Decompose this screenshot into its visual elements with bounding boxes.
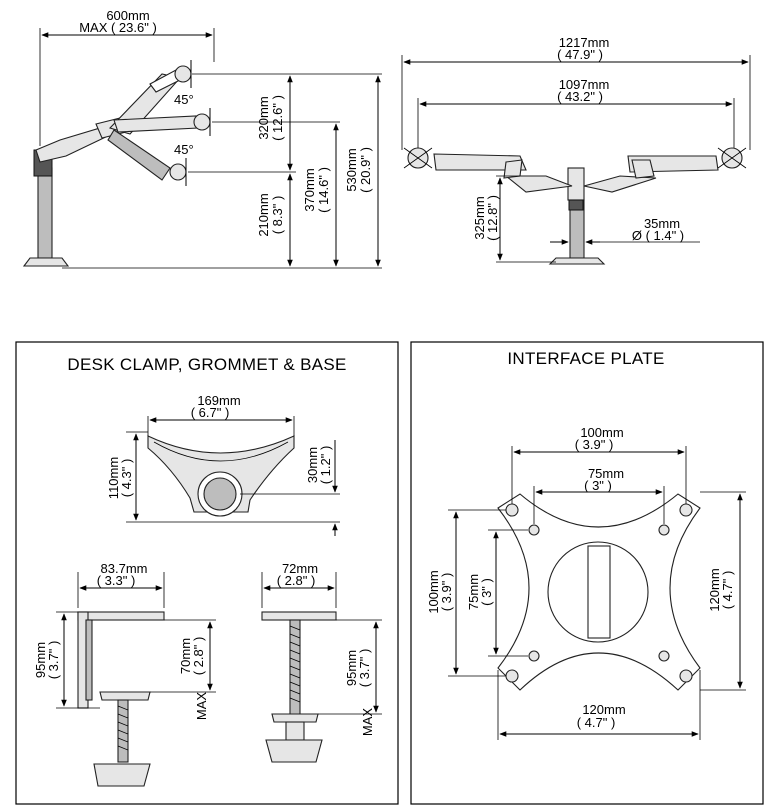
pole-height-in: ( 12.8" ): [485, 195, 500, 241]
front-inner-in: ( 43.2" ): [557, 89, 603, 104]
total-in: ( 20.9" ): [358, 147, 373, 193]
plate-w120-mm: 120mm: [582, 702, 625, 717]
plate-h120-mm: 120mm: [707, 568, 722, 611]
front-view: 1217mm ( 47.9" ) 1097mm ( 43.2" ) 325mm …: [401, 35, 751, 265]
plate-v75-mm: 75mm: [466, 574, 481, 610]
side-arm-drawing: [22, 60, 211, 267]
grommet-height-mm: 95mm: [344, 650, 359, 686]
plate-100-in: ( 3.9" ): [575, 437, 614, 452]
front-outer-in: ( 47.9" ): [557, 47, 603, 62]
base-drawing: [147, 435, 295, 517]
base-thickness-mm: 30mm: [305, 447, 320, 483]
plate-h120-in: ( 4.7" ): [720, 571, 735, 610]
base-height-mm: 110mm: [106, 457, 121, 499]
clamp-drawing: [77, 611, 165, 787]
pole-diameter-in: Ø ( 1.4" ): [632, 228, 684, 243]
plate-drawing: [497, 493, 701, 691]
grommet-width-in: ( 2.8" ): [277, 573, 316, 588]
desk-panel-title: DESK CLAMP, GROMMET & BASE: [67, 355, 346, 374]
base-width-in: ( 6.7" ): [191, 405, 230, 420]
pole-height-mm: 325mm: [472, 196, 487, 239]
clamp-max-mm: 70mm: [178, 638, 193, 674]
base-thickness-in: ( 1.2" ): [318, 446, 333, 485]
grommet-height-in: ( 3.7" ): [357, 649, 372, 688]
plate-v75-in: ( 3" ): [479, 578, 494, 606]
clamp-width-mm: 83.7mm: [101, 561, 148, 576]
range-mm: 320mm: [256, 96, 271, 139]
pole-diameter-mm: 35mm: [644, 216, 680, 231]
base-width-mm: 169mm: [197, 393, 240, 408]
clamp-max-in: ( 2.8" ): [191, 637, 206, 676]
clamp-max-label: MAX: [194, 692, 209, 721]
plate-100-mm: 100mm: [580, 425, 623, 440]
mid-mm: 370mm: [302, 168, 317, 211]
plate-w120-in: ( 4.7" ): [577, 715, 616, 730]
range-in: ( 12.6" ): [270, 95, 285, 141]
interface-plate-panel: INTERFACE PLATE 100mm ( 3.9" ) 75mm ( 3"…: [410, 341, 764, 805]
clamp-height-in: ( 3.7" ): [46, 641, 61, 680]
side-view: 600mm MAX ( 23.6" ) 45° 45° 320mm ( 12.6…: [22, 8, 382, 269]
grommet-width-mm: 72mm: [282, 561, 318, 576]
clamp-height-mm: 95mm: [33, 642, 48, 678]
front-inner-mm: 1097mm: [559, 77, 610, 92]
side-width-in: MAX ( 23.6" ): [79, 20, 157, 35]
plate-v100-in: ( 3.9" ): [439, 573, 454, 612]
low-in: ( 8.3" ): [270, 196, 285, 235]
front-arm-drawing: [403, 147, 747, 265]
low-mm: 210mm: [256, 193, 271, 236]
plate-panel-title: INTERFACE PLATE: [507, 349, 664, 368]
mid-in: ( 14.6" ): [316, 167, 331, 213]
side-width-mm: 600mm: [106, 8, 149, 23]
base-height-in: ( 4.3" ): [119, 459, 134, 498]
total-mm: 530mm: [344, 148, 359, 191]
grommet-max-label: MAX: [360, 708, 375, 737]
plate-75-mm: 75mm: [588, 466, 624, 481]
angle-top: 45°: [174, 92, 194, 107]
angle-bottom: 45°: [174, 142, 194, 157]
clamp-width-in: ( 3.3" ): [97, 573, 136, 588]
front-outer-mm: 1217mm: [559, 35, 610, 50]
desk-clamp-panel: DESK CLAMP, GROMMET & BASE 169mm ( 6.7" …: [15, 341, 399, 805]
grommet-drawing: [261, 611, 337, 763]
plate-v100-mm: 100mm: [426, 570, 441, 613]
plate-75-in: ( 3" ): [584, 478, 612, 493]
